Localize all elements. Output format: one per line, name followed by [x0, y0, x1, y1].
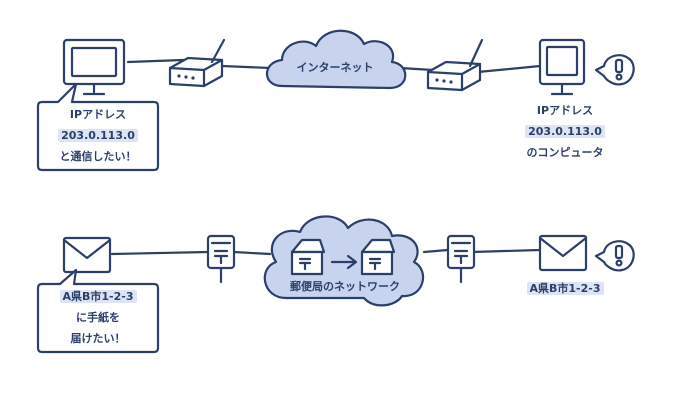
postal-cloud-label: 郵便局のネットワーク	[290, 279, 400, 293]
internet-cloud	[266, 29, 407, 90]
exclamation-icon-top	[594, 54, 635, 86]
sender-ip-heading: IPアドレス	[69, 108, 127, 121]
exclamation-icon-bottom	[594, 240, 635, 272]
receiver-ip-heading: IPアドレス	[536, 104, 594, 117]
sender-ip-message: と通信したい！	[59, 150, 137, 163]
postal-network-cloud	[263, 215, 424, 307]
receiver-ip-address: 203.0.113.0	[525, 125, 605, 138]
post-office-icon-right	[360, 238, 396, 276]
sender-bubble-text-top: IPアドレス 203.0.113.0 と通信したい！	[40, 104, 156, 167]
sender-speech-bubble	[36, 82, 160, 172]
router-icon-left	[168, 38, 226, 88]
receiver-ip-description: のコンピュータ	[526, 146, 604, 159]
postbox-icon-left	[206, 234, 236, 284]
receiver-computer-icon	[538, 38, 586, 96]
internet-cloud-label: インターネット	[297, 61, 374, 74]
arrow-right-icon	[330, 254, 358, 270]
sender-postal-line3: 届けたい！	[70, 332, 126, 345]
bottom-connection-lines	[110, 248, 542, 256]
sender-postal-line2: に手紙を	[76, 311, 120, 324]
sender-bubble-text-bottom: A県B市1-2-3 に手紙を 届けたい！	[40, 286, 156, 349]
receiver-postal-address: A県B市1-2-3	[526, 282, 604, 295]
sender-computer-icon	[62, 38, 126, 96]
top-connection-lines	[126, 58, 542, 74]
router-icon-right	[426, 38, 484, 92]
post-office-icon-left	[290, 238, 326, 276]
receiver-label-bottom: A県B市1-2-3	[510, 278, 620, 299]
sender-envelope-icon	[62, 236, 112, 274]
postbox-icon-right	[446, 234, 476, 284]
sender-postal-address: A県B市1-2-3	[59, 290, 137, 303]
sender-ip-address: 203.0.113.0	[58, 129, 138, 142]
receiver-label-top: IPアドレス 203.0.113.0 のコンピュータ	[510, 100, 620, 163]
receiver-envelope-icon	[538, 234, 588, 272]
